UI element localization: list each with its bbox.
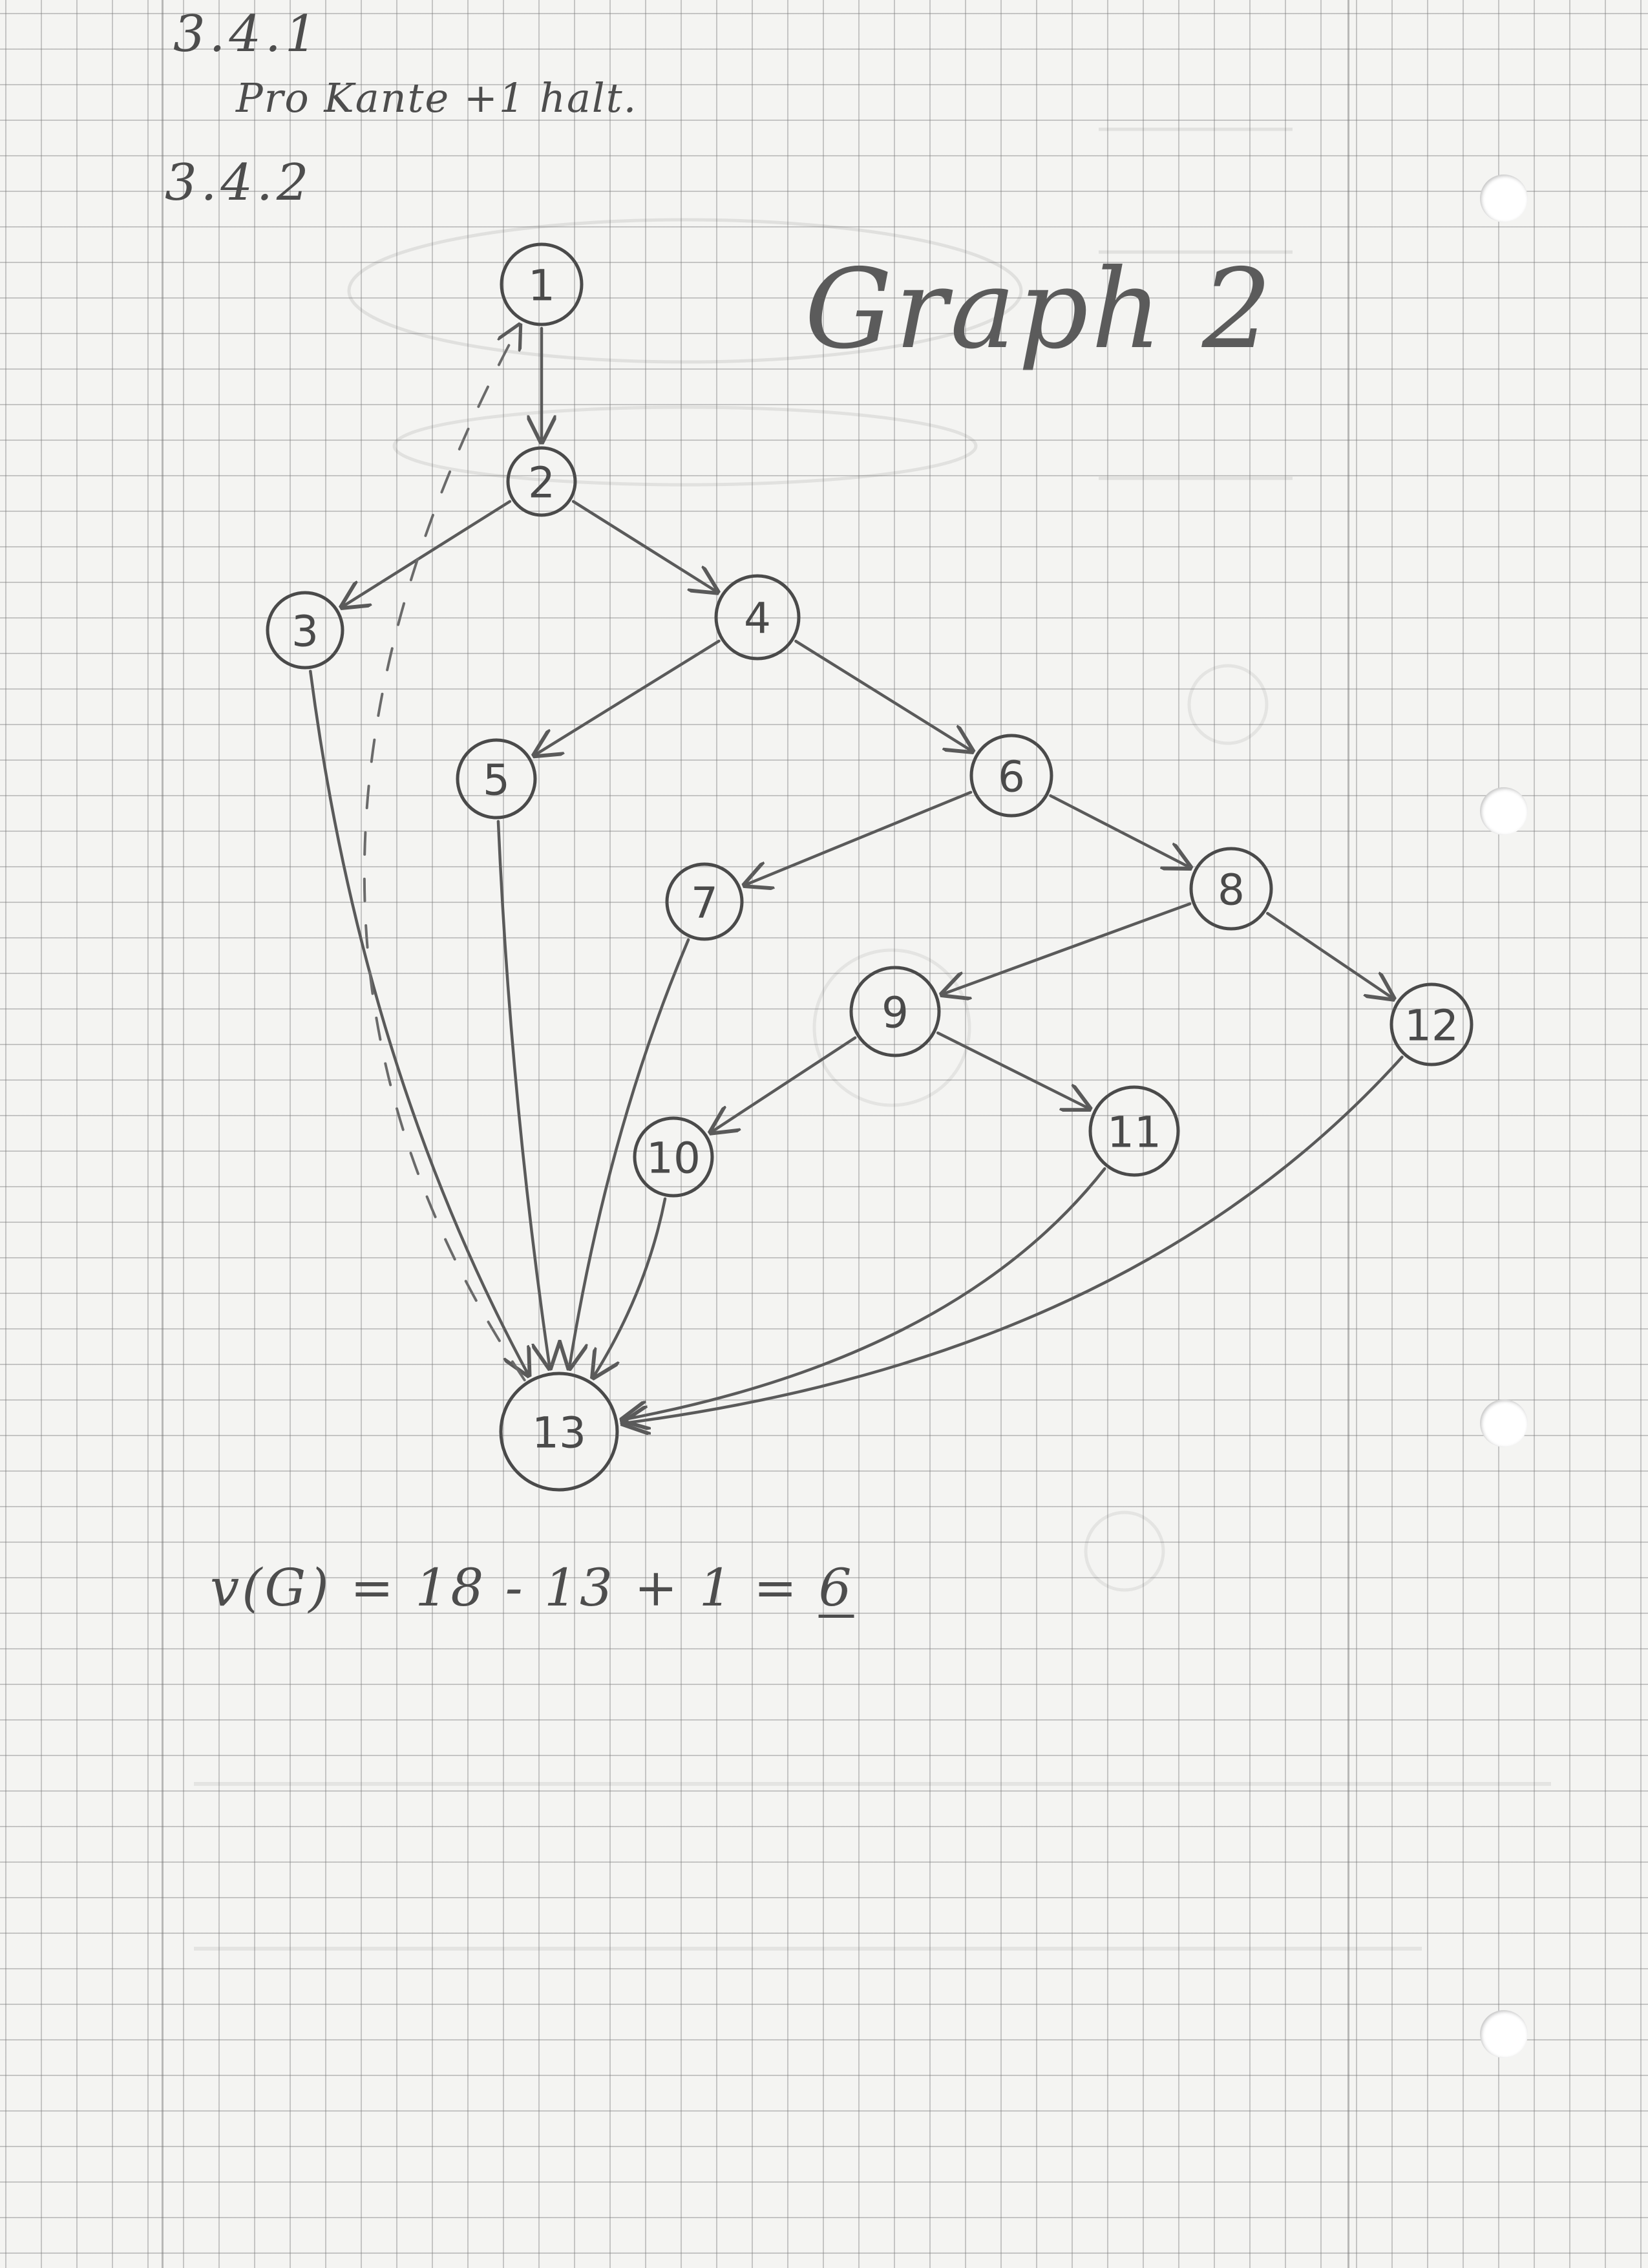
formula-result: 6 xyxy=(818,1558,854,1618)
edge-2-to-4 xyxy=(571,500,717,592)
node-6: 6 xyxy=(969,734,1053,818)
node-circle-11 xyxy=(1088,1085,1180,1177)
node-label-4: 4 xyxy=(744,594,771,644)
edge-10-to-13 xyxy=(593,1197,667,1377)
node-circle-2 xyxy=(506,446,577,517)
node-1: 1 xyxy=(500,242,584,326)
node-label-12: 12 xyxy=(1404,1001,1459,1051)
node-circle-5 xyxy=(456,738,537,820)
edge-7-to-13 xyxy=(569,938,690,1368)
node-8: 8 xyxy=(1189,847,1273,931)
node-circle-7 xyxy=(665,862,744,941)
node-circle-10 xyxy=(633,1116,714,1198)
edge-6-to-8 xyxy=(1049,794,1190,867)
punch-hole-lower-middle xyxy=(1480,1399,1528,1447)
graph-title: Graph 2 xyxy=(805,246,1274,374)
node-label-11: 11 xyxy=(1107,1108,1161,1158)
edge-9-to-11 xyxy=(936,1031,1089,1108)
edge-12-to-13 xyxy=(623,1055,1404,1423)
node-12: 12 xyxy=(1389,982,1474,1066)
node-label-8: 8 xyxy=(1218,865,1245,915)
left-margin-line xyxy=(162,0,164,2268)
node-circle-3 xyxy=(266,591,344,670)
node-circle-12 xyxy=(1389,982,1474,1066)
node-label-9: 9 xyxy=(882,988,909,1038)
edge-2-to-3 xyxy=(343,500,512,607)
edge-11-to-13 xyxy=(622,1167,1106,1419)
node-label-10: 10 xyxy=(646,1134,701,1183)
node-2: 2 xyxy=(506,446,577,517)
node-3: 3 xyxy=(266,591,344,670)
edge-9-to-10 xyxy=(712,1036,857,1132)
node-label-6: 6 xyxy=(998,752,1025,802)
punch-hole-bottom xyxy=(1480,2010,1528,2058)
edge-3-to-13 xyxy=(309,670,528,1375)
node-13: 13 xyxy=(499,1372,619,1492)
node-7: 7 xyxy=(665,862,744,941)
edge-4-to-6 xyxy=(794,639,971,751)
node-label-1: 1 xyxy=(528,261,555,311)
node-circle-13 xyxy=(499,1372,619,1492)
node-label-3: 3 xyxy=(291,607,319,657)
node-circle-9 xyxy=(849,966,941,1057)
punch-hole-top xyxy=(1480,175,1528,222)
node-4: 4 xyxy=(714,574,801,661)
edge-5-to-13 xyxy=(496,820,550,1368)
node-label-5: 5 xyxy=(483,756,510,805)
node-label-7: 7 xyxy=(691,878,718,928)
right-margin-line xyxy=(1347,0,1349,2268)
edge-8-to-9 xyxy=(942,902,1192,994)
edge-4-to-5 xyxy=(535,639,721,755)
formula-expression: v(G) = 18 - 13 + 1 = xyxy=(210,1558,819,1618)
edge-13-to-1 xyxy=(363,325,526,1382)
section-note-3-4-1: Pro Kante +1 halt. xyxy=(236,74,638,122)
node-10: 10 xyxy=(633,1116,714,1198)
edge-8-to-12 xyxy=(1266,911,1393,998)
node-circle-6 xyxy=(969,734,1053,818)
node-circle-1 xyxy=(500,242,584,326)
node-label-2: 2 xyxy=(528,458,555,508)
punch-hole-upper-middle xyxy=(1480,787,1528,835)
node-circle-4 xyxy=(714,574,801,661)
edge-6-to-7 xyxy=(745,790,973,885)
node-5: 5 xyxy=(456,738,537,820)
section-heading-3-4-2: 3.4.2 xyxy=(165,154,313,212)
section-heading-3-4-1: 3.4.1 xyxy=(173,5,321,63)
node-label-13: 13 xyxy=(532,1408,586,1458)
node-circle-8 xyxy=(1189,847,1273,931)
cyclomatic-complexity-formula: v(G) = 18 - 13 + 1 = 6 xyxy=(210,1558,854,1618)
node-11: 11 xyxy=(1088,1085,1180,1177)
node-9: 9 xyxy=(849,966,941,1057)
